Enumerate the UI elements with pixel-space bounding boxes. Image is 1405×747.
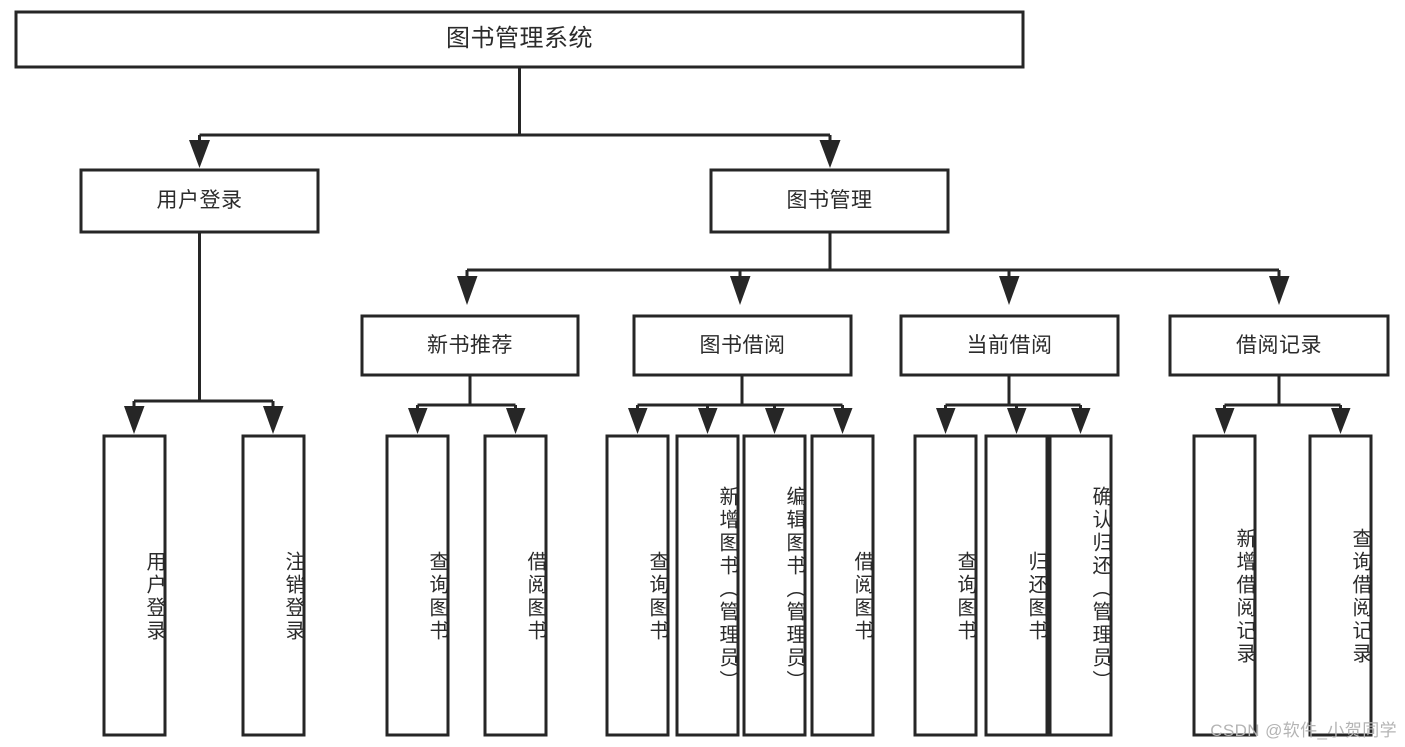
- node-box-leaf-user-login[interactable]: [102, 434, 167, 737]
- connector-bookmanage-to-level3: [457, 232, 1290, 305]
- connector-newbookrec-to-leaves: [408, 375, 526, 434]
- node-box-leaf-bb-add[interactable]: [675, 434, 740, 737]
- connector-currentborrow-to-leaves: [936, 375, 1091, 434]
- node-box-leaf-rec-borrow[interactable]: [483, 434, 548, 737]
- node-box-leaf-br-query[interactable]: [1308, 434, 1373, 737]
- node-box-leaf-bb-query[interactable]: [605, 434, 670, 737]
- node-box-leaf-rec-query[interactable]: [385, 434, 450, 737]
- connector-bookborrow-to-leaves: [628, 375, 853, 434]
- node-box-book-manage[interactable]: [709, 168, 950, 234]
- node-box-leaf-bb-edit[interactable]: [742, 434, 807, 737]
- node-box-current-borrow[interactable]: [899, 314, 1120, 377]
- node-box-root[interactable]: [14, 10, 1025, 69]
- node-box-leaf-cb-query[interactable]: [913, 434, 978, 737]
- csdn-watermark: CSDN @软件_小贺同学: [1210, 721, 1397, 740]
- node-box-borrow-record[interactable]: [1168, 314, 1390, 377]
- node-box-leaf-cb-confirm[interactable]: [1048, 434, 1113, 737]
- connector-borrowrecord-to-leaves: [1215, 375, 1351, 434]
- connector-userlogin-to-leaves: [124, 232, 284, 434]
- node-box-leaf-br-add[interactable]: [1192, 434, 1257, 737]
- node-box-leaf-bb-borrow[interactable]: [810, 434, 875, 737]
- node-box-user-login[interactable]: [79, 168, 320, 234]
- connector-root-to-level2: [189, 67, 841, 168]
- node-box-new-book-rec[interactable]: [360, 314, 580, 377]
- node-box-leaf-cb-return[interactable]: [984, 434, 1049, 737]
- node-box-book-borrow[interactable]: [632, 314, 853, 377]
- node-box-leaf-user-logout[interactable]: [241, 434, 306, 737]
